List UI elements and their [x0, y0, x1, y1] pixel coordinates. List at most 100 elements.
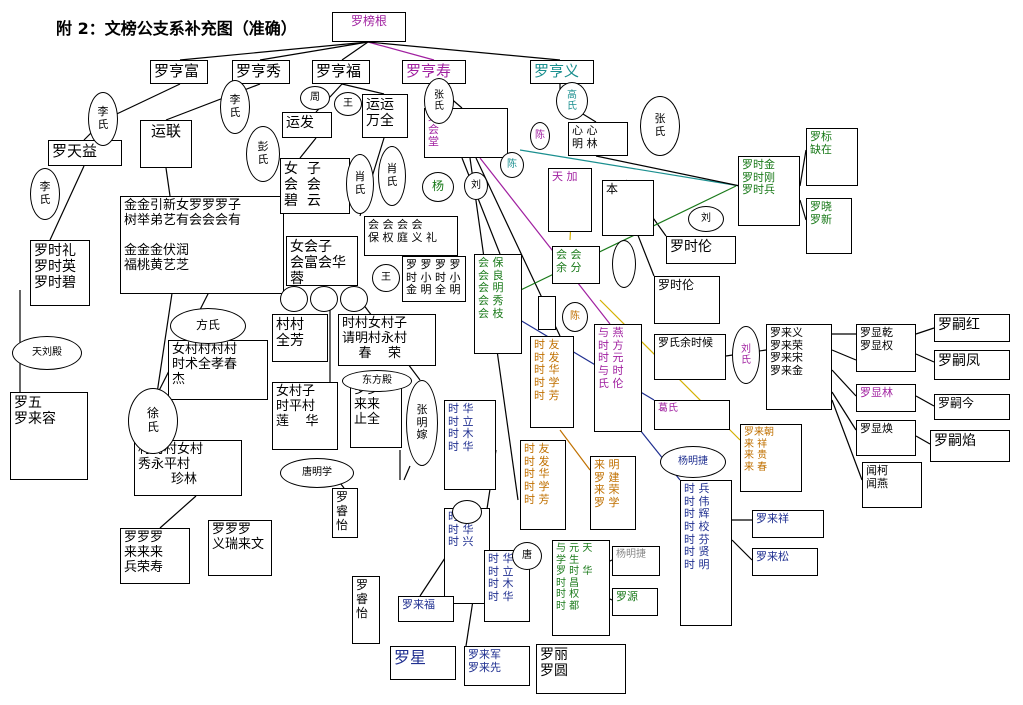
- oval-blue-small: [452, 500, 482, 524]
- oval-xiao-2: 肖 氏: [378, 146, 406, 206]
- node-rui-2: 罗 睿 怡: [352, 576, 380, 644]
- node-ming-lin: 心 心 明 林: [568, 122, 628, 156]
- gen1-node-b: 罗亨秀: [232, 60, 290, 84]
- connector-line: [367, 41, 435, 61]
- connector-line: [49, 165, 85, 241]
- node-luo-ding: 罗标 缺在: [806, 128, 858, 186]
- oval-peng: 彭 氏: [246, 126, 280, 182]
- oval-b: [310, 286, 338, 312]
- node-yiruiwen: 罗罗罗 义瑞来文: [208, 520, 272, 576]
- connector-line: [299, 137, 317, 159]
- node-mingyan: 罗嗣焰: [930, 430, 1010, 462]
- node-nvhuizi: 女会子 会富会华 蓉: [286, 236, 358, 287]
- node-yunfa: 运发: [282, 112, 332, 138]
- connector-line: [559, 429, 591, 471]
- node-geshi: 葛氏: [654, 400, 730, 430]
- node-orange-list: 时 友 时 发 时 华 时 学 时 芳: [520, 440, 566, 530]
- node-minggeng: 罗嗣今: [934, 394, 1010, 420]
- node-purple-col: 与 燕 时 方 时 元 与 时 氏 伦: [594, 324, 642, 432]
- connector-line: [731, 539, 753, 561]
- node-blue-mid: 时 华 时 立 时 木 时 华: [444, 400, 496, 490]
- connector-line: [519, 149, 741, 187]
- connector-line: [799, 199, 807, 221]
- oval-liu: 刘: [688, 206, 724, 232]
- node-blue-low: 时 明 时 华 时 兴: [444, 508, 490, 604]
- oval-xiao: 肖 氏: [346, 154, 374, 214]
- node-xi2: 罗显林: [856, 384, 916, 412]
- node-laixiang: 罗来祥: [752, 510, 824, 538]
- connector-line: [403, 465, 411, 481]
- node-xi1: 罗显乾 罗显权: [856, 324, 916, 372]
- oval-dongtian: 东方殿: [342, 370, 412, 392]
- oval-zhang-2: 张 氏: [640, 96, 680, 156]
- oval-li-3: 李 氏: [30, 168, 60, 220]
- connector-line: [367, 41, 561, 61]
- node-small-rect: [538, 296, 556, 330]
- node-jinjin: 金金引新女罗罗罗子 树举弟艺有会会会有 金金金伏润 福桃黄艺芝: [120, 196, 284, 294]
- oval-tang: 唐: [512, 542, 542, 570]
- oval-a: [280, 286, 308, 312]
- connector-line: [831, 369, 857, 397]
- node-blue-low-2: 时 华 时 立 时 木 时 华: [484, 550, 530, 622]
- oval-xu: 徐 氏: [128, 388, 178, 454]
- node-green-col: 会 保 会 良 会 明 会 秀 会 枝: [474, 254, 522, 354]
- node-luoli: 罗丽 罗圆: [536, 644, 626, 694]
- connector-line: [259, 41, 369, 61]
- node-xi3: 罗显焕: [856, 420, 916, 456]
- node-green-bottom: 与 元 天 学 生 罗 时 华 时 昌 时 权 时 都: [552, 540, 610, 636]
- node-fang-children: 女村村村村 时术全孝春 杰: [168, 340, 268, 400]
- root-node: 罗榜根: [332, 12, 406, 42]
- oval-wang: 王: [334, 92, 362, 116]
- node-mingfeng: 罗嗣凤: [934, 350, 1010, 380]
- node-laisong: 罗来松: [752, 548, 818, 576]
- node-luo-lun: 罗时伦: [654, 276, 720, 324]
- node-orange-right: 罗来朝 来 祥 来 贵 来 春: [740, 424, 802, 492]
- node-grey: 杨明捷: [612, 546, 660, 576]
- gen1-node-a: 罗亨富: [150, 60, 208, 84]
- connector-line: [341, 83, 385, 95]
- node-luo-shilun: 罗时伦: [666, 236, 736, 264]
- oval-liu-2: 刘 氏: [732, 326, 760, 384]
- node-tianyi: 罗天益: [48, 140, 122, 166]
- node-ben: 本: [602, 180, 654, 236]
- node-laiyi: 罗来义 罗来荣 罗来宋 罗来金: [766, 324, 832, 410]
- node-lai-jun: 罗来军 罗来先: [464, 646, 530, 686]
- oval-small-b: 陈: [500, 152, 524, 178]
- oval-tall: [612, 240, 636, 288]
- gen1-node-c: 罗亨福: [312, 60, 370, 84]
- connector-line: [915, 327, 935, 335]
- connector-line: [831, 399, 863, 481]
- oval-d: 王: [372, 264, 400, 292]
- oval-c: [340, 286, 368, 312]
- node-cuncun: 村村 全芳: [272, 314, 328, 362]
- oval-fang: 方氏: [170, 308, 246, 344]
- node-yunlian: 运联: [140, 120, 192, 168]
- page-title: 附 2：文榜公支系补充图（准确）: [56, 19, 297, 38]
- node-nv-hui: 女 子 会 会 碧 云: [280, 158, 350, 214]
- connector-line: [915, 395, 935, 407]
- connector-line: [595, 155, 741, 187]
- node-yunyun: 运运 万全: [362, 94, 408, 138]
- connector-line: [165, 167, 171, 197]
- connector-line: [915, 435, 931, 445]
- connector-line: [831, 391, 857, 431]
- node-blue-right: 时 兵 时 伟 时 辉 时 校 时 芬 时 贤 时 明: [680, 480, 732, 626]
- connector-line: [799, 149, 807, 187]
- oval-jiaxing: 唐明学: [280, 458, 354, 488]
- oval-zhou: 周: [300, 86, 330, 110]
- node-luoyu: 罗源: [612, 588, 658, 616]
- node-rui: 罗 睿 怡: [332, 488, 358, 538]
- node-luoxing: 罗星: [390, 646, 456, 680]
- oval-small-c: 陈: [530, 122, 550, 150]
- connector-line: [159, 495, 197, 529]
- connector-line: [479, 157, 611, 325]
- node-luowu: 罗五 罗来容: [10, 392, 88, 480]
- connector-line: [915, 353, 935, 363]
- node-luo-shijin: 罗时金 罗时刚 罗时兵: [738, 156, 800, 226]
- oval-yang: 杨: [422, 172, 454, 202]
- node-yellow-list: 来 明 罗 建 来 荣 罗 学: [590, 456, 636, 530]
- node-huihui: 会 会 会 会 保 权 庭 义 礼: [364, 216, 458, 256]
- oval-li-2: 李 氏: [220, 80, 250, 134]
- oval-small-a: 刘: [464, 172, 488, 200]
- node-shili: 罗时礼 罗时英 罗时碧: [30, 240, 90, 306]
